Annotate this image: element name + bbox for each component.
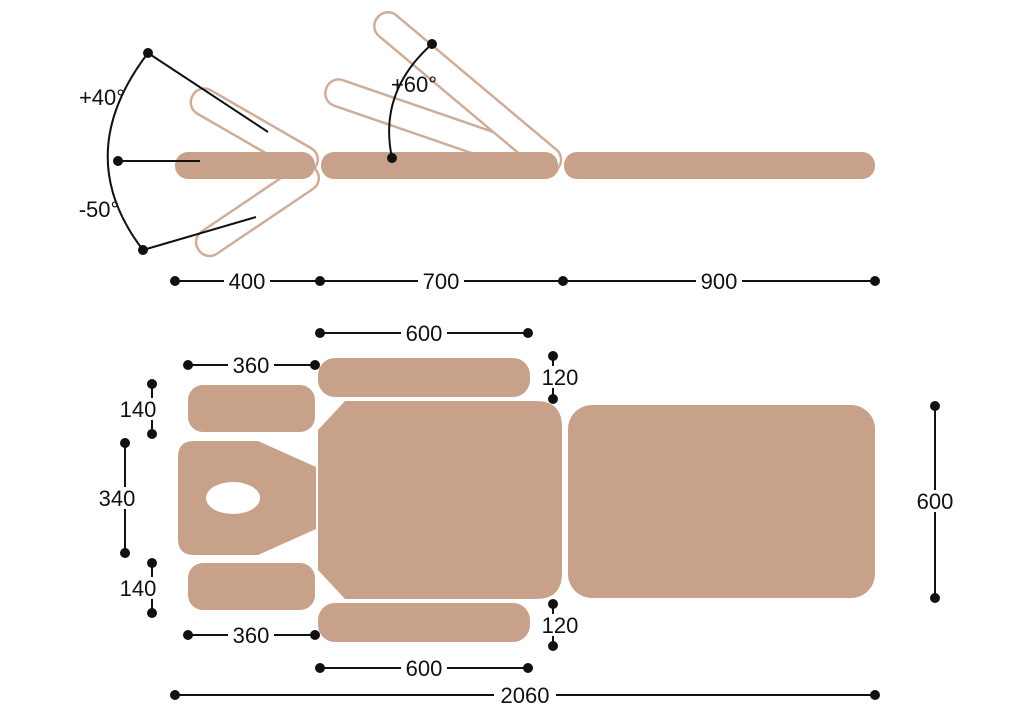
headrest-up-angle-label: +40° <box>79 85 125 110</box>
armrest-cushion-bottom <box>188 563 315 610</box>
dot <box>315 276 325 286</box>
bolster-cushion-top <box>318 358 530 397</box>
dot <box>147 558 157 568</box>
dot <box>310 360 320 370</box>
dot <box>120 548 130 558</box>
dim-label: 120 <box>542 613 579 638</box>
label-bg <box>696 270 742 292</box>
dim-table-width: 600 <box>912 401 958 603</box>
dim-label: 400 <box>229 269 266 294</box>
headrest-down-ray <box>142 216 257 251</box>
headrest-side-section <box>175 152 315 179</box>
headrest-ghost-lowered <box>194 163 321 258</box>
dim-leg-section-length: 900 <box>696 269 742 294</box>
dim-bolster-top-length: 600 <box>315 321 533 346</box>
label-bg <box>94 487 140 509</box>
dot <box>183 630 193 640</box>
dot <box>147 429 157 439</box>
label-bg <box>912 490 958 512</box>
dot <box>387 153 397 163</box>
label-bg <box>401 322 447 344</box>
label-bg <box>494 684 556 706</box>
dim-middle-section-length: 700 <box>418 269 464 294</box>
dim-label: 360 <box>233 623 270 648</box>
dim-label: 600 <box>406 656 443 681</box>
dot <box>930 401 940 411</box>
dot <box>523 328 533 338</box>
dot <box>138 245 148 255</box>
dot <box>930 593 940 603</box>
label-bg <box>537 614 583 636</box>
label-bg <box>537 366 583 388</box>
dot <box>427 39 437 49</box>
dim-armrest-bottom-length: 360 <box>183 623 320 648</box>
dot <box>315 663 325 673</box>
dim-label: 120 <box>542 365 579 390</box>
dot <box>548 641 558 651</box>
dot <box>113 156 123 166</box>
dot <box>170 690 180 700</box>
dim-label: 900 <box>701 269 738 294</box>
leg-section-top-view <box>568 405 875 598</box>
backrest-angle-label: +60° <box>391 72 437 97</box>
dim-total-length: 2060 <box>170 683 880 708</box>
dim-armrest-top-length: 360 <box>183 353 320 378</box>
label-bg <box>224 270 270 292</box>
dim-label: 600 <box>406 321 443 346</box>
dot <box>170 276 180 286</box>
dim-label: 600 <box>917 489 954 514</box>
dim-label: 140 <box>120 397 157 422</box>
dim-armrest-top-width: 140 <box>115 379 161 439</box>
bolster-cushion-bottom <box>318 603 530 642</box>
dim-label: 2060 <box>501 683 550 708</box>
dim-head-section-width: 340 <box>94 438 140 558</box>
section-length-dimension: 400 700 900 <box>170 269 880 294</box>
label-bg <box>418 270 464 292</box>
label-bg <box>401 657 447 679</box>
label-bg <box>115 398 161 420</box>
side-view: +40° -50° +60° <box>79 11 875 258</box>
dot <box>147 608 157 618</box>
dim-label: 140 <box>120 576 157 601</box>
dot <box>548 351 558 361</box>
dot <box>147 379 157 389</box>
dot <box>870 690 880 700</box>
dim-label: 700 <box>423 269 460 294</box>
face-hole <box>206 482 260 514</box>
dim-label: 360 <box>233 353 270 378</box>
dot <box>548 599 558 609</box>
dim-head-section-length: 400 <box>224 269 270 294</box>
top-view: 600 360 140 340 <box>94 321 958 708</box>
legrest-side-section <box>564 152 875 179</box>
dot <box>548 394 558 404</box>
backrest-angle-arc <box>388 43 433 159</box>
dim-label: 340 <box>99 486 136 511</box>
dot <box>870 276 880 286</box>
label-bg <box>228 624 274 646</box>
dim-bolster-bottom-length: 600 <box>315 656 533 681</box>
label-bg <box>228 354 274 376</box>
dot <box>143 48 153 58</box>
dim-bolster-bottom-width: 120 <box>537 599 583 651</box>
label-bg <box>115 577 161 599</box>
armrest-cushion-top <box>188 385 315 432</box>
dim-armrest-bottom-width: 140 <box>115 558 161 618</box>
dot <box>183 360 193 370</box>
headrest-up-ray <box>147 52 269 133</box>
dot <box>315 328 325 338</box>
dot <box>523 663 533 673</box>
headrest-down-angle-label: -50° <box>79 197 120 222</box>
dot <box>310 630 320 640</box>
dot <box>558 276 568 286</box>
main-section-top-view <box>318 401 562 599</box>
dot <box>120 438 130 448</box>
dim-bolster-top-width: 120 <box>537 351 583 404</box>
backrest-side-section <box>321 152 558 179</box>
headrest-angle-arc <box>106 52 149 251</box>
